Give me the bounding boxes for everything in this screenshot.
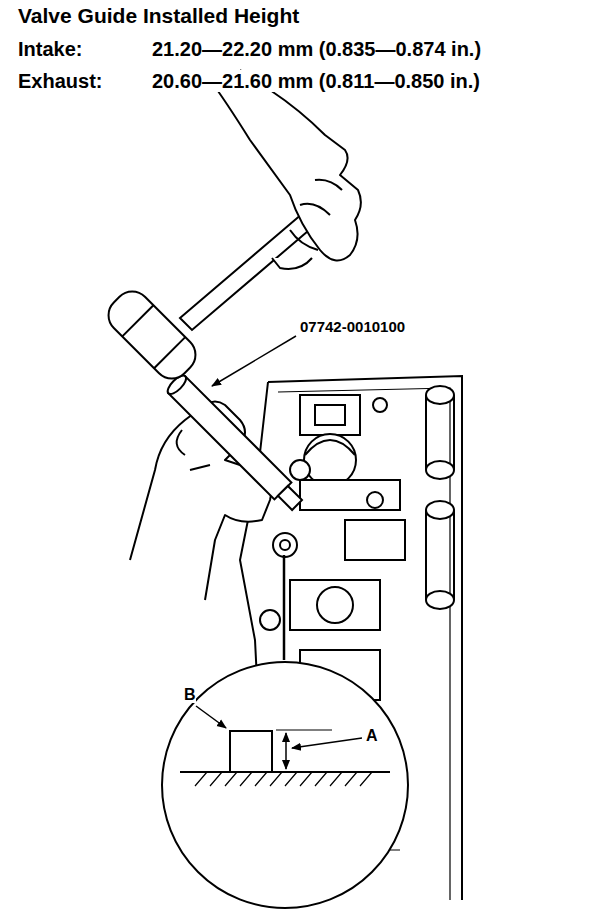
valve-guide xyxy=(230,731,272,772)
callout-letter: B xyxy=(184,686,196,704)
spec-value: 21.20—22.20 mm (0.835—0.874 in.) xyxy=(152,38,481,60)
leader-line xyxy=(292,738,362,748)
callout-letter: A xyxy=(366,727,378,745)
detail-line xyxy=(283,555,286,660)
tool-number: 07742-0010100 xyxy=(300,318,405,335)
heading: Valve Guide Installed Height xyxy=(18,4,299,27)
hand-lower xyxy=(130,402,271,601)
leader-line xyxy=(212,336,296,386)
tool-number: 07742-0010100 xyxy=(300,318,405,335)
driver-tool xyxy=(165,373,306,514)
spec-name: Intake: xyxy=(18,38,82,60)
hand-upper xyxy=(210,70,361,269)
spec-value: 20.60—21.60 mm (0.811—0.850 in.) xyxy=(152,70,480,92)
callout-letter: A xyxy=(366,727,378,744)
spec-name: Exhaust: xyxy=(18,70,102,92)
spec-value: 21.20—22.20 mm (0.835—0.874 in.) xyxy=(152,38,481,61)
spec-name: Intake: xyxy=(18,38,82,61)
callout-letter: B xyxy=(184,686,196,703)
spec-name: Exhaust: xyxy=(18,70,102,93)
heading: Valve Guide Installed Height xyxy=(18,4,299,28)
leader-line xyxy=(196,706,226,728)
spec-value: 20.60—21.60 mm (0.811—0.850 in.) xyxy=(152,70,480,93)
detail-circle xyxy=(162,662,408,908)
